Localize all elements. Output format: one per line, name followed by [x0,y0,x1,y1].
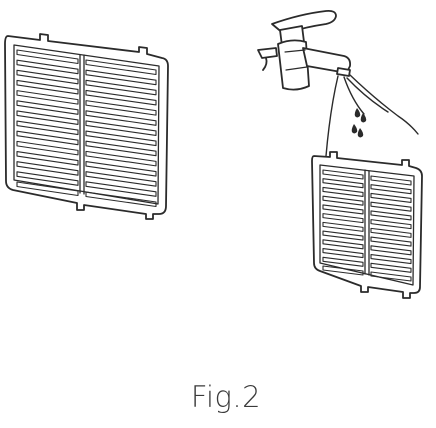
grille-slat [85,171,157,187]
water-droplet [351,124,358,134]
tap-body-detail [284,49,308,71]
tap-side-hose [262,57,268,71]
grille-slat [16,100,79,115]
grille-slat [322,247,364,259]
left-filter-grille [4,33,169,220]
grille-slat [16,171,79,186]
left-grille-outer-frame [4,33,169,220]
grille-slat [16,59,79,75]
water-droplet [354,108,361,118]
grille-slat [322,256,364,267]
grille-slat [370,253,412,265]
grille-slat [370,210,412,221]
grille-slat [16,120,79,136]
grille-slat [16,110,79,125]
water-tap [257,9,352,91]
grille-slat [322,178,364,189]
grille-slat [16,49,79,65]
grille-slat [16,161,79,176]
grille-slat [85,181,157,197]
water-droplets [351,108,367,138]
water-stream-inner-line [343,76,365,115]
grille-slat [85,120,157,136]
grille-slat [370,245,412,256]
grille-slat [370,236,412,247]
grille-slat [322,265,364,276]
right-filter-grille [311,151,423,299]
grille-slat [322,204,364,215]
grille-slat [85,89,157,106]
grille-slat [370,271,412,282]
grille-slat [322,186,364,198]
right-grille-divider [364,169,370,276]
grille-slat [370,227,412,238]
grille-slat [85,191,157,208]
grille-slat [85,79,157,96]
grille-slat [370,201,412,212]
tap-side-fitting [257,47,278,59]
grille-slat [16,150,79,166]
grille-slat [370,184,412,195]
left-grille-inner-frame [13,44,160,205]
grille-slat [16,79,79,95]
figure-caption: Fig.2 [190,380,262,414]
grille-slat [322,195,364,206]
grille-slat [85,130,157,147]
water-droplet [360,113,367,123]
water-stream-right-edge [349,74,419,135]
left-grille-divider [79,54,85,195]
grille-slat [85,100,157,116]
left-grille-slats [16,49,157,208]
grille-slat [370,175,412,186]
grille-slat [85,140,157,157]
right-grille-outer-frame [311,151,423,299]
water-droplet [357,128,364,138]
water-stream [325,74,419,157]
grille-slat [322,239,364,250]
grille-slat [370,262,412,273]
water-stream-left-edge [325,75,339,157]
water-stream-inner-line [346,77,389,113]
grille-slat [16,130,79,146]
grille-slat [370,192,412,204]
grille-slat [85,150,157,167]
grille-slat [85,59,157,76]
grille-slat [16,140,79,156]
right-grille-slats [322,169,412,282]
grille-slat [370,219,412,230]
tap-body [277,39,310,91]
grille-slat [85,160,157,177]
grille-slat [16,181,79,197]
grille-slat [85,110,157,126]
grille-slat [16,90,79,105]
grille-slat [322,169,364,180]
grille-slat [16,69,79,85]
grille-slat [322,213,364,224]
grille-slat [322,230,364,241]
tap-aerator [336,67,351,77]
grille-slat [85,69,157,86]
grille-slat [322,221,364,232]
right-grille-inner-frame [319,164,415,286]
